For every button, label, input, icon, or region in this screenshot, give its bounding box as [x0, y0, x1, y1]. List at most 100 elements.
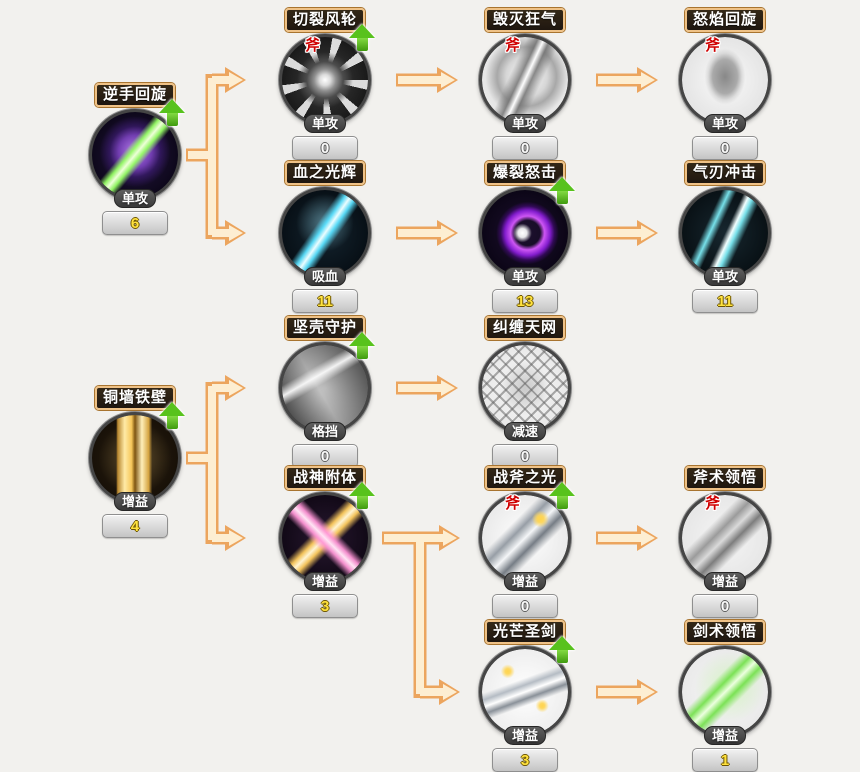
skill-type-badge: 单攻 [703, 267, 747, 286]
skill-icon-button[interactable]: 吸血 [279, 187, 371, 286]
cutting-wind-wheel-icon [282, 37, 368, 123]
skill-title: 斧术领悟 [684, 466, 765, 490]
skill-icon-button[interactable]: 增益 [679, 646, 771, 745]
skill-icon-button[interactable]: 斧 增益 [679, 492, 771, 591]
skill-type-badge: 吸血 [303, 267, 347, 286]
axe-class-icon: 斧 [705, 495, 721, 512]
skill-type-badge: 单攻 [303, 114, 347, 133]
skill-title: 纠缠天网 [484, 316, 565, 340]
skill-points-badge: 0 [292, 444, 358, 468]
skill-icon-button[interactable]: 斧 单攻 [279, 24, 375, 133]
skill-circle-frame [679, 492, 771, 584]
skill-circle-frame [279, 492, 371, 584]
war-god-possession-icon [282, 495, 368, 581]
skill-node: 气刃冲击 单攻 11 [667, 161, 783, 313]
skill-points-badge: 6 [102, 211, 168, 235]
iron-wall-icon [92, 415, 178, 501]
skill-title: 剑术领悟 [684, 620, 765, 644]
skill-points-badge: 3 [492, 748, 558, 772]
skill-circle-frame [279, 187, 371, 279]
reverse-grip-spin-icon [92, 112, 178, 198]
skill-node: 逆手回旋 单攻 6 [77, 83, 193, 235]
skill-title: 战斧之光 [484, 466, 565, 490]
skill-title: 怒焰回旋 [684, 8, 765, 32]
skill-type-badge: 增益 [503, 572, 547, 591]
skill-type-badge: 减速 [503, 422, 547, 441]
skill-icon-button[interactable]: 增益 [479, 636, 575, 745]
skill-points-value: 0 [720, 139, 730, 157]
skill-icon-button[interactable]: 单攻 [89, 99, 185, 208]
rage-flame-spin-icon [682, 37, 768, 123]
skill-node: 血之光辉 吸血 11 [267, 161, 383, 313]
skill-circle-frame [279, 342, 371, 434]
skill-points-value: 13 [516, 292, 534, 310]
skill-points-value: 0 [320, 447, 330, 465]
skill-circle-frame [679, 34, 771, 126]
hard-shell-guard-icon [282, 345, 368, 431]
skill-circle-frame [679, 187, 771, 279]
upgrade-arrow-icon [159, 402, 185, 432]
skill-icon-button[interactable]: 单攻 [479, 177, 575, 286]
skill-points-value: 3 [520, 751, 530, 769]
skill-circle-frame [89, 109, 181, 201]
skill-points-badge: 11 [692, 289, 758, 313]
skill-circle-frame [479, 187, 571, 279]
upgrade-arrow-icon [349, 24, 375, 54]
skill-title: 气刃冲击 [684, 161, 765, 185]
skill-points-badge: 11 [292, 289, 358, 313]
skill-circle-frame [479, 34, 571, 126]
skill-points-badge: 0 [492, 444, 558, 468]
skill-type-badge: 单攻 [503, 267, 547, 286]
skill-title: 血之光辉 [284, 161, 365, 185]
skill-points-badge: 0 [692, 594, 758, 618]
skill-node: 纠缠天网 减速 0 [467, 316, 583, 468]
skill-icon-button[interactable]: 斧 单攻 [479, 34, 571, 133]
skill-node: 坚壳守护 格挡 0 [267, 316, 383, 468]
upgrade-arrow-icon [349, 482, 375, 512]
axe-class-icon: 斧 [505, 37, 521, 54]
skill-circle-frame [89, 412, 181, 504]
skill-points-value: 0 [520, 447, 530, 465]
skill-node: 剑术领悟 增益 1 [667, 620, 783, 772]
skill-points-badge: 3 [292, 594, 358, 618]
skill-title: 毁灭狂气 [484, 8, 565, 32]
skill-points-value: 0 [520, 597, 530, 615]
skill-points-badge: 0 [692, 136, 758, 160]
skill-type-badge: 增益 [703, 726, 747, 745]
skill-points-value: 0 [320, 139, 330, 157]
upgrade-arrow-icon [549, 636, 575, 666]
burst-rage-strike-icon [482, 190, 568, 276]
skill-icon-button[interactable]: 格挡 [279, 332, 375, 441]
upgrade-arrow-icon [549, 177, 575, 207]
skill-type-badge: 单攻 [703, 114, 747, 133]
skill-type-badge: 增益 [503, 726, 547, 745]
skill-title: 战神附体 [284, 466, 365, 490]
tangling-net-icon [482, 345, 568, 431]
skill-node: 毁灭狂气 斧 单攻 0 [467, 8, 583, 160]
skill-points-badge: 0 [492, 594, 558, 618]
skill-points-value: 0 [520, 139, 530, 157]
skill-points-value: 6 [130, 214, 140, 232]
skill-icon-button[interactable]: 斧 增益 [479, 482, 575, 591]
skill-icon-button[interactable]: 斧 单攻 [679, 34, 771, 133]
skill-points-badge: 1 [692, 748, 758, 772]
skill-type-badge: 增益 [113, 492, 157, 511]
skill-type-badge: 增益 [703, 572, 747, 591]
skill-node: 切裂风轮 斧 单攻 0 [267, 8, 383, 160]
skill-icon-button[interactable]: 增益 [89, 402, 185, 511]
skill-points-value: 1 [720, 751, 730, 769]
skill-icon-button[interactable]: 减速 [479, 342, 571, 441]
skill-points-badge: 0 [492, 136, 558, 160]
skill-type-badge: 单攻 [113, 189, 157, 208]
skill-icon-button[interactable]: 单攻 [679, 187, 771, 286]
skill-points-badge: 0 [292, 136, 358, 160]
skill-circle-frame [479, 342, 571, 434]
radiant-holy-sword-icon [482, 649, 568, 735]
upgrade-arrow-icon [349, 332, 375, 362]
blood-radiance-icon [282, 190, 368, 276]
skill-icon-button[interactable]: 增益 [279, 482, 375, 591]
skill-circle-frame [679, 646, 771, 738]
battle-axe-light-icon [482, 495, 568, 581]
skill-title: 坚壳守护 [284, 316, 365, 340]
